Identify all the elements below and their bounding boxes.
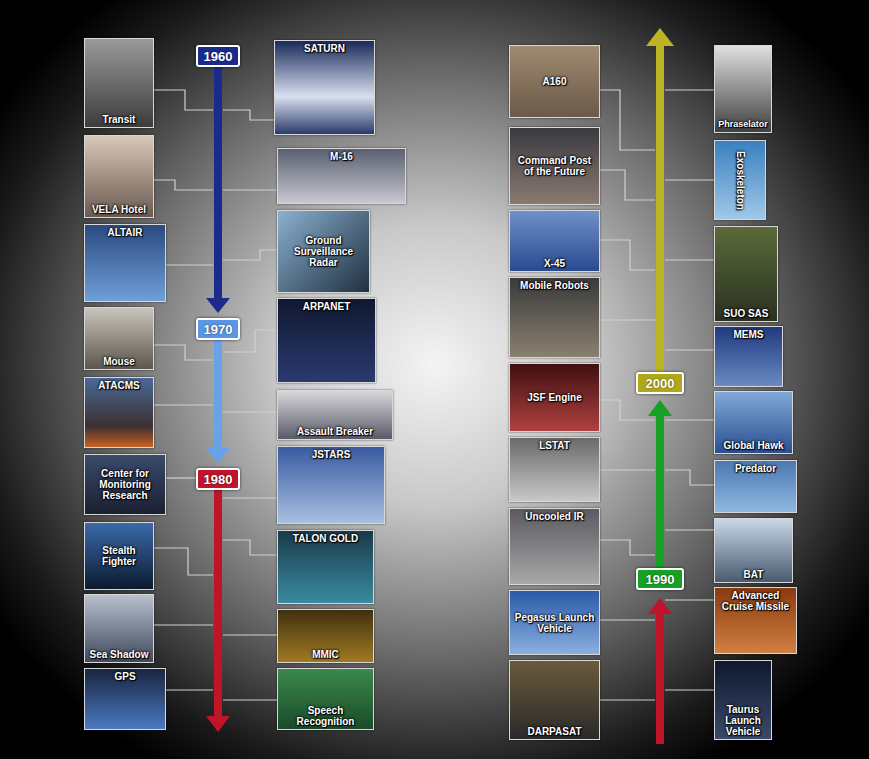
- tile-caption: Mouse: [85, 354, 153, 369]
- tile-caption: TALON GOLD: [278, 531, 373, 546]
- photo-tile: M-16: [277, 148, 406, 204]
- photo-tile: Advanced Cruise Missile: [714, 587, 797, 654]
- tile-caption: Speech Recognition: [278, 703, 373, 729]
- tile-caption: Phraselator: [715, 118, 771, 132]
- photo-tile: Command Post of the Future: [509, 127, 600, 205]
- year-label: 1970: [204, 323, 233, 336]
- year-marker: 1990: [636, 568, 684, 590]
- tile-caption: DARPASAT: [510, 724, 599, 739]
- tile-caption: Stealth Fighter: [85, 543, 153, 569]
- tile-caption: BAT: [715, 567, 792, 582]
- year-label: 1960: [204, 50, 233, 63]
- tile-caption: ATACMS: [85, 378, 153, 393]
- photo-tile: Speech Recognition: [277, 668, 374, 730]
- year-marker: 1980: [196, 468, 240, 490]
- photo-tile: SATURN: [274, 40, 375, 135]
- tile-caption: Predator: [715, 461, 796, 476]
- tile-caption: JSTARS: [278, 447, 384, 462]
- tile-caption: Mobile Robots: [510, 278, 599, 293]
- photo-tile: MMIC: [277, 609, 374, 663]
- photo-tile: LSTAT: [509, 437, 600, 502]
- tile-caption: GPS: [85, 669, 165, 684]
- photo-tile: MEMS: [714, 326, 783, 387]
- tile-caption: Exoskeleton: [733, 149, 748, 212]
- tile-caption: MEMS: [715, 327, 782, 342]
- photo-tile: Exoskeleton: [714, 140, 766, 220]
- photo-tile: Uncooled IR: [509, 508, 600, 585]
- photo-tile: VELA Hotel: [84, 135, 154, 218]
- photo-tile: A160: [509, 45, 600, 118]
- tile-caption: Center for Monitoring Research: [85, 466, 165, 503]
- photo-tile: SUO SAS: [714, 226, 778, 322]
- year-label: 1980: [204, 473, 233, 486]
- year-label: 2000: [646, 377, 675, 390]
- year-marker: 1970: [196, 318, 240, 340]
- photo-tile: Pegasus Launch Vehicle: [509, 590, 600, 655]
- tile-caption: X-45: [510, 256, 599, 271]
- tile-caption: A160: [510, 74, 599, 89]
- year-marker: 1960: [196, 45, 240, 67]
- tile-caption: SATURN: [275, 41, 374, 56]
- photo-tile: Sea Shadow: [84, 594, 154, 663]
- tile-caption: SUO SAS: [715, 306, 777, 321]
- photo-tile: X-45: [509, 210, 600, 272]
- tile-caption: Advanced Cruise Missile: [715, 588, 796, 614]
- tile-caption: Uncooled IR: [510, 509, 599, 524]
- photo-tile: BAT: [714, 518, 793, 583]
- photo-tile: Mouse: [84, 307, 154, 370]
- photo-tile: ALTAIR: [84, 224, 166, 302]
- tile-caption: Transit: [85, 112, 153, 127]
- photo-tile: JSTARS: [277, 446, 385, 524]
- photo-tile: Global Hawk: [714, 391, 793, 454]
- photo-tile: Assault Breaker: [277, 390, 393, 440]
- photo-tile: GPS: [84, 668, 166, 730]
- photo-tile: Predator: [714, 460, 797, 513]
- photo-tile: Mobile Robots: [509, 277, 600, 358]
- tile-caption: Ground Surveillance Radar: [278, 233, 369, 270]
- photo-tile: JSF Engine: [509, 363, 600, 432]
- tile-caption: MMIC: [278, 647, 373, 662]
- tile-caption: ALTAIR: [85, 225, 165, 240]
- tile-caption: Pegasus Launch Vehicle: [510, 610, 599, 636]
- leader-lines: [154, 90, 714, 700]
- year-label: 1990: [646, 573, 675, 586]
- right-timeline-arrow: [646, 28, 674, 744]
- tile-caption: M-16: [278, 149, 405, 164]
- photo-tile: ATACMS: [84, 377, 154, 448]
- tile-caption: Global Hawk: [715, 438, 792, 453]
- photo-tile: TALON GOLD: [277, 530, 374, 604]
- tile-caption: VELA Hotel: [85, 202, 153, 217]
- photo-tile: Stealth Fighter: [84, 522, 154, 590]
- photo-tile: Center for Monitoring Research: [84, 454, 166, 515]
- tile-caption: Taurus Launch Vehicle: [715, 702, 771, 739]
- photo-tile: Taurus Launch Vehicle: [714, 660, 772, 740]
- photo-tile: DARPASAT: [509, 660, 600, 740]
- photo-tile: Transit: [84, 38, 154, 128]
- tile-caption: JSF Engine: [510, 390, 599, 405]
- tile-caption: Sea Shadow: [85, 647, 153, 662]
- tile-caption: Assault Breaker: [278, 424, 392, 439]
- photo-tile: ARPANET: [277, 298, 376, 383]
- tile-caption: ARPANET: [278, 299, 375, 314]
- year-marker: 2000: [636, 372, 684, 394]
- left-timeline-arrow: [206, 66, 230, 732]
- photo-tile: Phraselator: [714, 45, 772, 133]
- tile-caption: LSTAT: [510, 438, 599, 453]
- photo-tile: Ground Surveillance Radar: [277, 210, 370, 293]
- tile-caption: Command Post of the Future: [510, 153, 599, 179]
